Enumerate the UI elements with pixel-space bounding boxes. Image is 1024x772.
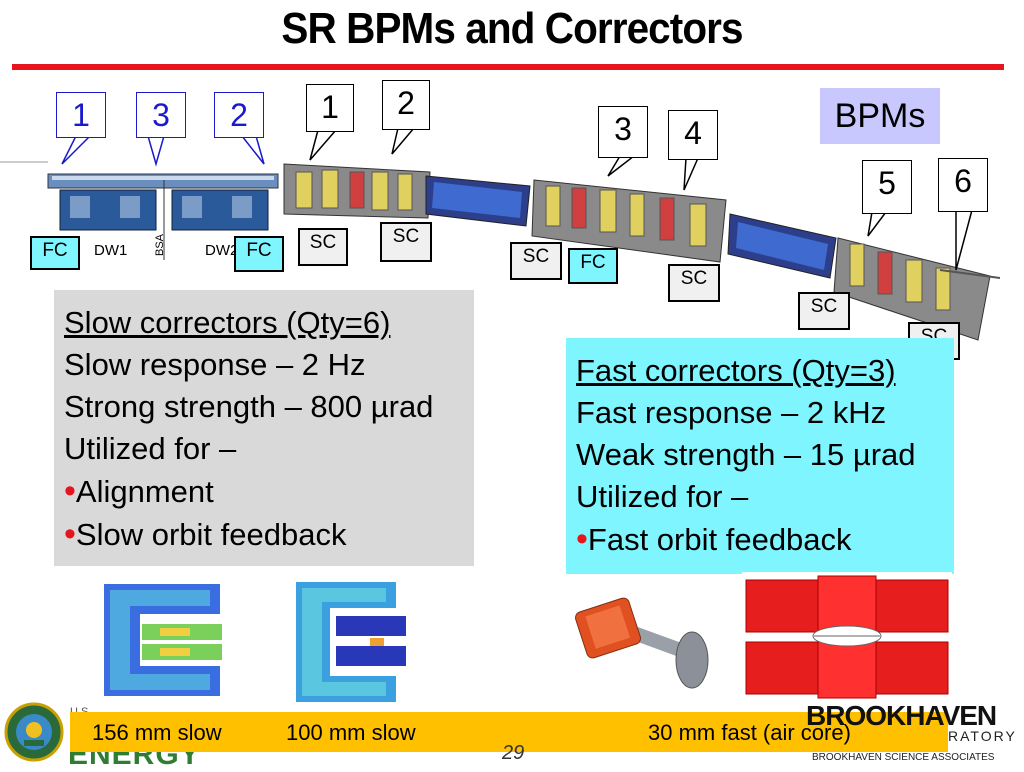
bpm-callout-5: 5 bbox=[862, 160, 912, 214]
bpm-callout-blue-3: 3 bbox=[136, 92, 186, 138]
sc-tag-1: SC bbox=[298, 228, 348, 266]
title-rule bbox=[12, 64, 1004, 70]
bpm-callout-blue-2: 2 bbox=[214, 92, 264, 138]
bpm-callout-6: 6 bbox=[938, 158, 988, 212]
slow-panel-heading: Slow correctors (Qty=6) bbox=[64, 305, 391, 340]
fast-correctors-panel: Fast correctors (Qty=3) Fast response – … bbox=[566, 338, 954, 574]
straight-section bbox=[0, 161, 279, 260]
laboratory-logo-text: RATORY bbox=[948, 728, 1017, 744]
bpm-callout-3: 3 bbox=[598, 106, 648, 158]
bsa-footer-text: BROOKHAVEN SCIENCE ASSOCIATES bbox=[812, 752, 995, 763]
bpm-callout-1: 1 bbox=[306, 84, 354, 132]
fast-panel-line: Fast response – 2 kHz bbox=[576, 395, 887, 430]
footer-caption-bar bbox=[70, 712, 948, 752]
bpms-label: BPMs bbox=[820, 88, 940, 144]
dw2-label: DW2 bbox=[205, 242, 239, 259]
fast-panel-bullet: •Fast orbit feedback bbox=[576, 520, 852, 558]
caption-30mm: 30 mm fast (air core) bbox=[648, 720, 851, 745]
arc-girder-1 bbox=[283, 163, 431, 219]
bpm-callout-2: 2 bbox=[382, 80, 430, 130]
dw1-label: DW1 bbox=[94, 242, 128, 259]
sc-tag-2: SC bbox=[380, 222, 432, 262]
bsa-label: BSA bbox=[154, 233, 166, 256]
sc-tag-3: SC bbox=[510, 242, 562, 280]
fast-corrector-image bbox=[570, 590, 720, 700]
bpm-callout-4: 4 bbox=[668, 110, 718, 160]
sc-tag-5: SC bbox=[798, 292, 850, 330]
arc-girder-3 bbox=[833, 237, 991, 341]
callout-pointers bbox=[61, 127, 973, 271]
slow-corrector-100mm-image bbox=[286, 572, 426, 712]
fast-panel-line: Weak strength – 15 µrad bbox=[576, 437, 916, 472]
fast-panel-line: Utilized for – bbox=[576, 479, 749, 514]
fast-panel-heading: Fast correctors (Qty=3) bbox=[576, 353, 896, 388]
fast-corrector-air-core-image bbox=[742, 572, 952, 702]
page-title: SR BPMs and Correctors bbox=[281, 4, 743, 53]
caption-100mm: 100 mm slow bbox=[286, 720, 416, 745]
bpm-callout-blue-1: 1 bbox=[56, 92, 106, 138]
dipole-2 bbox=[727, 213, 837, 279]
dipole-1 bbox=[425, 175, 531, 227]
arc-girder-2 bbox=[531, 179, 727, 263]
slow-correctors-panel: Slow correctors (Qty=6) Slow response – … bbox=[54, 290, 474, 566]
slow-panel-line: Slow response – 2 Hz bbox=[64, 347, 366, 382]
slow-corrector-156mm-image bbox=[90, 570, 250, 710]
slow-panel-bullet: •Alignment bbox=[64, 472, 214, 510]
caption-156mm: 156 mm slow bbox=[92, 720, 222, 745]
slow-panel-bullet: •Slow orbit feedback bbox=[64, 515, 347, 553]
slow-panel-line: Strong strength – 800 µrad bbox=[64, 389, 434, 424]
page-number: 29 bbox=[502, 742, 525, 764]
fc-tag-3: FC bbox=[568, 248, 618, 284]
brookhaven-logo-text: BROOKHAVEN bbox=[806, 700, 997, 731]
slow-panel-line: Utilized for – bbox=[64, 431, 237, 466]
fc-tag-1: FC bbox=[30, 236, 80, 270]
doe-seal-logo bbox=[4, 702, 64, 762]
sc-tag-4: SC bbox=[668, 264, 720, 302]
fc-tag-2: FC bbox=[234, 236, 284, 272]
